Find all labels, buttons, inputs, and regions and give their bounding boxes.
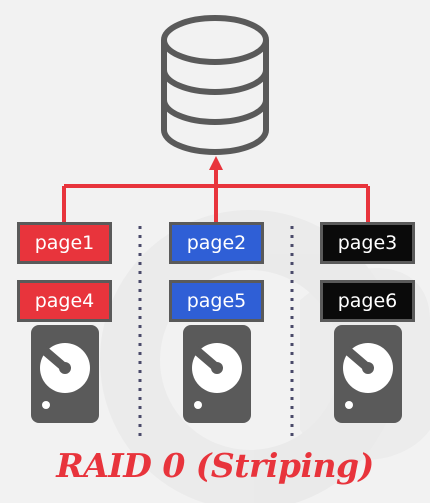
page-block-page2: page2 <box>169 222 264 264</box>
hard-disk-icon <box>334 325 402 423</box>
page-block-page5: page5 <box>169 280 264 322</box>
hard-disk-icon <box>31 325 99 423</box>
page-block-page6: page6 <box>320 280 415 322</box>
connector-lines <box>62 168 370 222</box>
diagram-caption: RAID 0 (Striping) <box>56 446 374 485</box>
page-block-page4: page4 <box>17 280 112 322</box>
hard-disk-icon <box>183 325 251 423</box>
database-icon <box>161 15 269 155</box>
page-block-page3: page3 <box>320 222 415 264</box>
page-block-page1: page1 <box>17 222 112 264</box>
arrow-head-icon <box>209 156 223 170</box>
